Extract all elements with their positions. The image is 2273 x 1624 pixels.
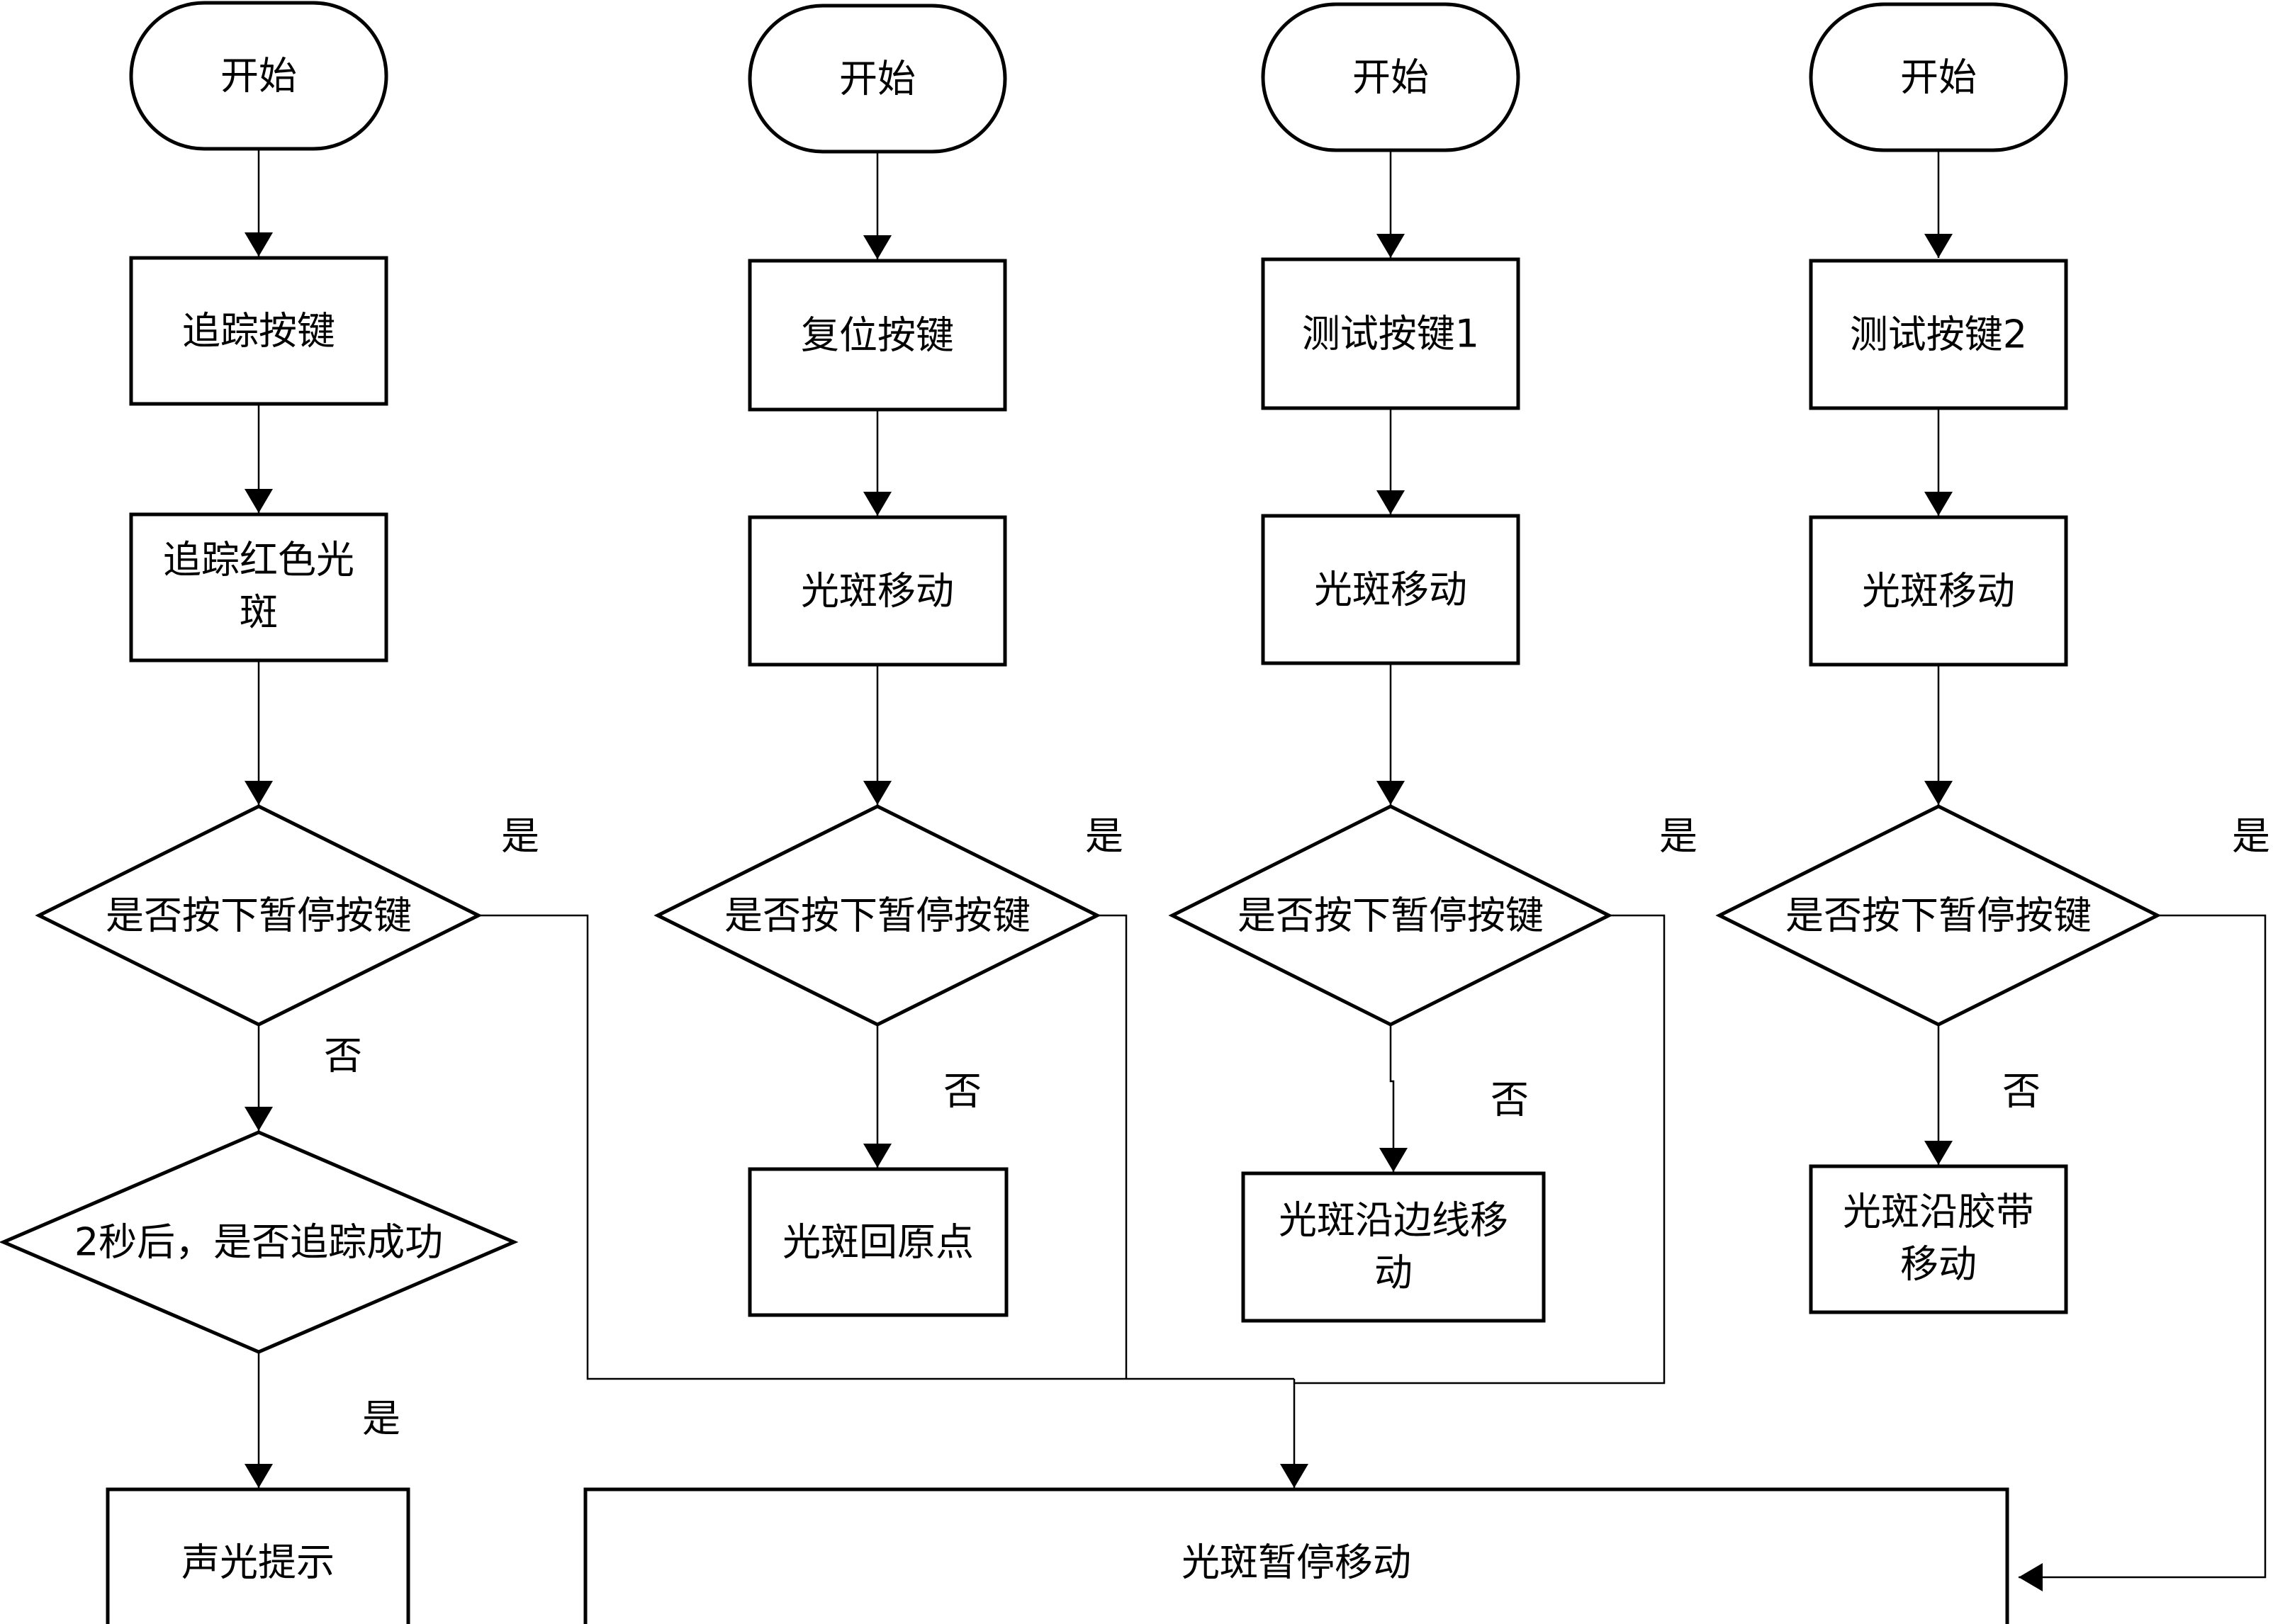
c4-tape-label-line1: 光斑沿胶带 <box>1843 1190 2034 1234</box>
c1-track-key-label: 追踪按键 <box>182 309 335 354</box>
pause-move-box <box>583 1487 2009 1624</box>
c2-reset-key-label: 复位按键 <box>801 313 954 358</box>
column-test2: 开始 测试按键2 光斑移动 是否按下暂停按键 光斑沿胶带 移动 <box>1715 2 2162 1314</box>
c3-move-box <box>1261 514 1520 665</box>
c3-test1-key-label: 测试按键1 <box>1302 312 1479 356</box>
line-c1-pause-yes <box>478 914 1294 1380</box>
c4-test2-key-label: 测试按键2 <box>1850 312 2027 357</box>
c3-start-terminal <box>1261 2 1520 152</box>
c2-move-box <box>748 515 1007 667</box>
c1-ok-yes-label: 是 <box>362 1397 400 1441</box>
c3-no-label: 否 <box>1491 1078 1529 1122</box>
c4-test2-key-box <box>1809 259 2068 410</box>
column-reset: 开始 复位按键 光斑移动 是否按下暂停按键 光斑回原点 <box>653 4 1101 1317</box>
column-test1: 开始 测试按键1 光斑移动 是否按下暂停按键 光斑沿边线移 动 <box>1168 2 1613 1323</box>
c2-pause-decision-label: 是否按下暂停按键 <box>724 893 1031 938</box>
c4-no-label: 否 <box>2002 1069 2041 1114</box>
c1-track-red-box <box>129 512 388 662</box>
c4-move-box <box>1809 515 2068 667</box>
c2-origin-label: 光斑回原点 <box>782 1220 974 1265</box>
line-c3-pause-yes <box>1294 914 1666 1385</box>
arrow-c4-pause-yes <box>2019 914 2267 1591</box>
c1-track-ok-decision-label: 2秒后，是否追踪成功 <box>74 1220 443 1265</box>
c3-pause-decision <box>1168 804 1613 1027</box>
c3-yes-label: 是 <box>1659 814 1697 859</box>
edge-labels: 是 否 是 是 否 是 否 是 否 <box>324 814 2270 1441</box>
c4-pause-decision <box>1715 804 2162 1027</box>
c2-start-label: 开始 <box>839 57 916 101</box>
c1-start-label: 开始 <box>220 54 297 98</box>
connectors <box>245 149 2267 1591</box>
c3-edge-label-line1: 光斑沿边线移 <box>1279 1198 1508 1243</box>
c4-start-label: 开始 <box>1900 55 1977 100</box>
c2-origin-box <box>748 1167 1009 1317</box>
c4-yes-label: 是 <box>2232 814 2270 859</box>
c3-pause-decision-label: 是否按下暂停按键 <box>1237 893 1544 938</box>
c1-track-ok-decision <box>0 1130 519 1354</box>
c3-test1-key-box <box>1261 257 1520 410</box>
c4-tape-label-line2: 移动 <box>1900 1242 1977 1287</box>
c3-edge-label-line2: 动 <box>1374 1251 1413 1295</box>
c4-tape-box <box>1809 1164 2068 1314</box>
c3-start-label: 开始 <box>1352 55 1429 100</box>
column-track: 开始 追踪按键 追踪红色光 斑 是否按下暂停按键 2秒后，是否追踪成功 声光提示 <box>0 1 519 1624</box>
c1-alert-label: 声光提示 <box>181 1540 335 1585</box>
arrow-c3-pause-no <box>1379 1025 1408 1172</box>
c1-pause-decision-label: 是否按下暂停按键 <box>106 893 412 938</box>
c3-edge-box <box>1241 1171 1546 1323</box>
c2-pause-decision <box>653 804 1101 1027</box>
c2-move-label: 光斑移动 <box>801 569 954 614</box>
c1-pause-decision <box>35 804 483 1027</box>
c1-no-label: 否 <box>324 1034 362 1078</box>
c1-track-red-label-line1: 追踪红色光 <box>163 538 354 582</box>
c1-yes-label: 是 <box>501 814 539 859</box>
c3-move-label: 光斑移动 <box>1314 568 1467 612</box>
c1-alert-box <box>106 1487 410 1624</box>
c1-track-key-box <box>129 256 388 406</box>
c2-no-label: 否 <box>943 1069 982 1114</box>
c1-start-terminal <box>129 1 388 151</box>
pause-move-label: 光斑暂停移动 <box>1182 1540 1411 1585</box>
c4-start-terminal <box>1809 2 2068 152</box>
c2-reset-key-box <box>748 259 1007 412</box>
c1-track-red-label-line2: 斑 <box>240 590 278 635</box>
c2-start-terminal <box>748 4 1007 154</box>
line-c2-pause-yes <box>1097 914 1128 1379</box>
c4-move-label: 光斑移动 <box>1862 569 2015 614</box>
c2-yes-label: 是 <box>1085 814 1123 859</box>
c4-pause-decision-label: 是否按下暂停按键 <box>1785 893 2092 938</box>
